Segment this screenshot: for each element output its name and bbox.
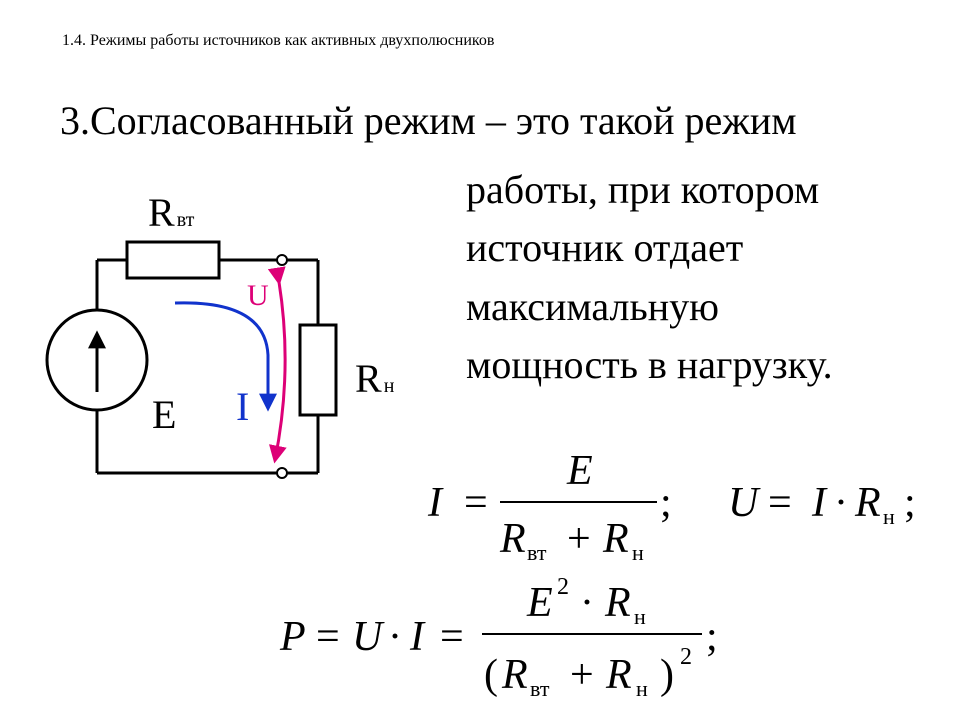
body-line-1: работы, при котором <box>466 167 820 212</box>
svg-text:U: U <box>352 614 385 660</box>
svg-text:R: R <box>499 516 526 562</box>
terminal-top <box>276 254 288 266</box>
load-resistor <box>298 323 338 417</box>
svg-text:R: R <box>501 652 528 698</box>
svg-text:;: ; <box>904 480 916 526</box>
current-label: I <box>236 384 249 429</box>
svg-text:=: = <box>440 614 464 660</box>
body-line-4: мощность в нагрузку. <box>466 342 833 387</box>
svg-text:2: 2 <box>680 644 692 670</box>
current-arrow <box>174 301 277 412</box>
slide-subtitle: 1.4. Режимы работы источников как активн… <box>62 32 495 49</box>
svg-text:вт: вт <box>530 676 550 701</box>
slide-heading: 3.Согласованный режим – это такой режим <box>60 98 797 143</box>
svg-text:=: = <box>768 480 792 526</box>
terminal-bottom <box>276 467 288 479</box>
circuit-diagram <box>45 240 338 479</box>
svg-text:вт: вт <box>527 540 547 565</box>
voltage-label: U <box>247 279 269 312</box>
svg-text:·: · <box>580 580 594 626</box>
svg-text:=: = <box>464 480 488 526</box>
svg-text:н: н <box>634 604 646 629</box>
svg-text:R: R <box>604 580 631 626</box>
svg-text:=: = <box>316 614 340 660</box>
svg-text:P: P <box>279 614 306 660</box>
internal-resistor <box>125 240 221 280</box>
svg-text:I: I <box>427 480 444 526</box>
emf-label: E <box>152 392 176 437</box>
svg-text:R: R <box>602 516 629 562</box>
svg-text:;: ; <box>660 480 672 526</box>
svg-text:I: I <box>811 480 828 526</box>
svg-text:I: I <box>409 614 426 660</box>
formula-voltage: U = I · R н ; <box>728 480 916 529</box>
formula-power: P = U · I = E 2 · R н ( R вт + R н ) 2 ; <box>279 574 718 701</box>
svg-text:+: + <box>567 516 591 562</box>
svg-text:·: · <box>834 480 848 526</box>
svg-text:·: · <box>388 614 402 660</box>
svg-text:(: ( <box>484 652 498 698</box>
svg-text:н: н <box>632 540 644 565</box>
formula-current: I = E R вт + R н ; <box>427 448 672 565</box>
svg-text:R: R <box>605 652 632 698</box>
svg-text:2: 2 <box>557 574 569 600</box>
svg-text:U: U <box>728 480 761 526</box>
svg-text:н: н <box>636 676 648 701</box>
body-line-3: максимальную <box>466 284 720 329</box>
voltage-arrow <box>267 266 287 464</box>
body-line-2: источник отдает <box>466 225 744 270</box>
svg-text:R: R <box>854 480 881 526</box>
svg-text:E: E <box>566 448 593 494</box>
svg-text:н: н <box>883 504 895 529</box>
svg-text:): ) <box>660 652 674 698</box>
svg-text:;: ; <box>706 614 718 660</box>
svg-text:+: + <box>570 652 594 698</box>
svg-text:E: E <box>526 580 553 626</box>
